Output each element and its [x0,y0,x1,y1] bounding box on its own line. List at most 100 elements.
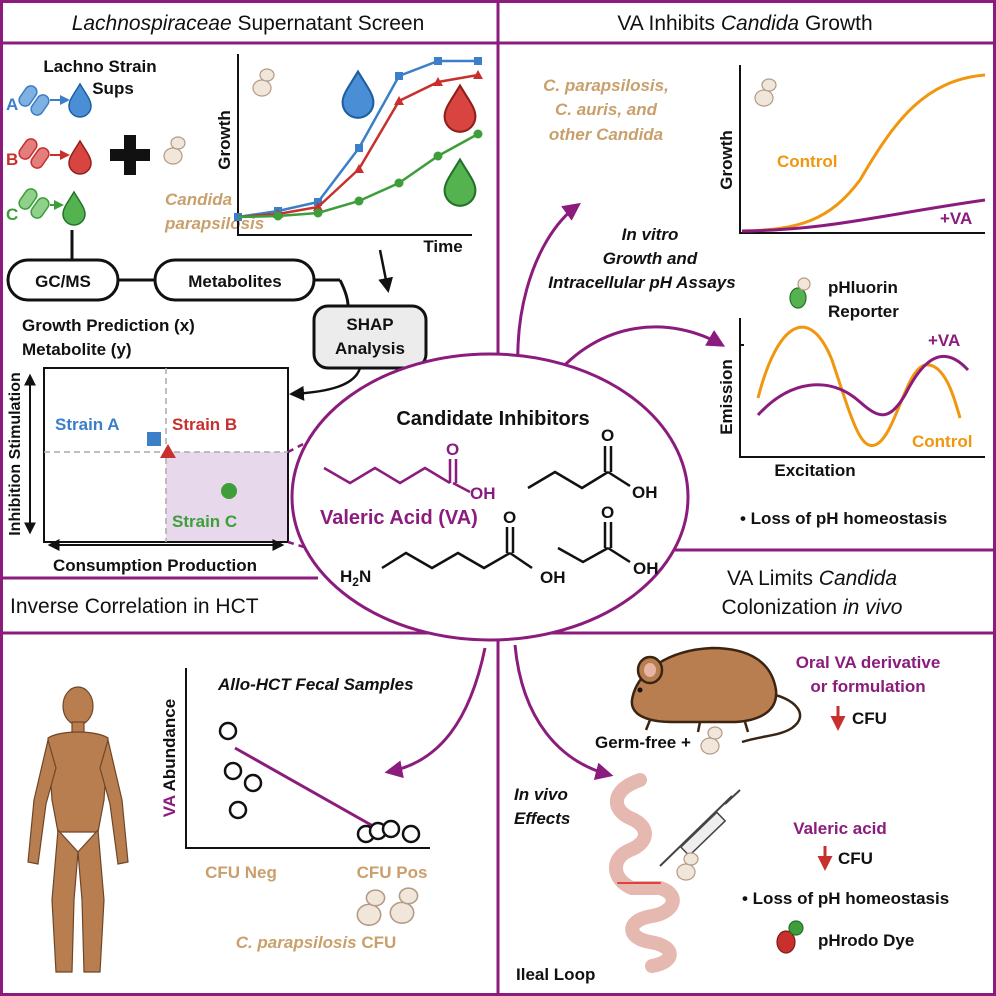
assay-line-1: In vitro [622,225,679,244]
reporter-label-1: pHluorin [828,278,898,297]
metabolites-box [153,258,316,302]
supernatant-drop-c-icon [62,191,86,226]
x-axis-label: Consumption Production [53,556,257,575]
excitation-axis-label: Excitation [774,461,855,480]
chart-drop-blue-icon [341,70,375,119]
supernatant-drop-a-icon [68,83,92,118]
propionic-oxygen: O [601,503,614,522]
shap-label-2: Analysis [335,339,405,358]
va-hydroxyl: OH [470,484,496,503]
plus-icon [110,135,150,175]
y-axis-label: Inhibition Stimulation [7,372,24,536]
valeric-acid-structure [323,459,471,494]
species-line-1: C. parapsilosis, [543,76,669,95]
colonization-title-1: VA Limits Candida [727,567,897,590]
va-correlation-plot: VA Abundance CFU Neg CFU Pos C. parapsil… [160,668,430,952]
valeric-cfu-label: CFU [838,849,873,868]
panel-title-inhibits: VA Inhibits Candida Growth [617,12,872,35]
propionic-acid-structure [557,522,631,564]
pHluorin-cell-icon [789,277,811,309]
data-points [218,721,421,844]
strain-b-label: Strain B [172,415,237,434]
colonization-title-2: Colonization in vivo [722,596,903,619]
bacteria-a-icon [18,85,50,116]
strain-a-marker [147,432,161,446]
species-line-3: other Candida [549,125,663,144]
emission-chart: Emission Excitation +VA Control [717,318,985,480]
germ-free-label: Germ-free + [595,733,691,752]
x-axis-cfu-label: C. parapsilosis CFU [236,933,397,952]
inverse-correlation-panel: Inverse Correlation in HCT Allo-HCT Feca… [10,595,430,973]
strain-c-row: C [6,188,86,226]
chart-cell-icon [252,68,275,97]
chart-drop-green-icon [443,158,477,207]
growth-time-chart: Growth Time [215,54,483,256]
species-line-2: C. auris, and [555,100,658,119]
ileal-loop-intestine-icon [609,773,680,973]
valeric-acid-label: Valeric Acid (VA) [320,507,478,529]
syringe-icon [659,789,741,867]
candida-label: Candida [165,190,232,209]
butyric-oxygen: O [601,426,614,445]
amine-group: H2N [340,567,371,589]
assay-line-2: Growth and [603,249,698,268]
strain-c-label: Strain C [172,512,237,531]
supernatant-screen-panel: Lachnospiraceae Supernatant Screen Lachn… [6,12,483,575]
butyric-acid-structure [527,446,631,490]
strain-b-row: B [6,138,92,175]
shap-box [312,304,428,370]
oral-va-line-1: Oral VA derivative [796,653,941,672]
strain-a-row: A [6,83,92,118]
growth-axis-label: Growth [215,110,234,170]
gcms-box [6,258,120,302]
emission-axis-label: Emission [717,359,736,435]
va-abundance-axis: VA Abundance [160,699,179,817]
loop-cell-icon [676,852,699,881]
gcms-label: GC/MS [35,272,91,291]
shap-label-1: SHAP [346,315,393,334]
cfu-pos-cells-icon [356,887,419,926]
allo-hct-label: Allo-HCT Fecal Samples [217,675,414,694]
chart-drop-red-icon [443,84,477,133]
oral-cfu-label: CFU [852,709,887,728]
candidate-inhibitors-center: Candidate Inhibitors O OH Valeric Acid (… [290,352,690,642]
va-oxygen: O [446,440,459,459]
assay-line-3: Intracellular pH Assays [548,273,735,292]
ileal-loop-label: Ileal Loop [516,965,595,984]
strain-a-label: Strain A [55,415,120,434]
in-vivo-line-1: In vivo [514,785,568,804]
sups-label: Sups [92,79,134,98]
analysis-pipeline: GC/MS Metabolites SHAP Analysis [6,230,428,401]
amino-oxygen: O [503,508,516,527]
va-label-growth: +VA [940,209,972,228]
bacteria-c-icon [18,188,50,219]
aminovaleric-acid-structure [381,527,533,570]
candida-cell-icon [163,136,186,165]
butyric-hydroxyl: OH [632,483,658,502]
cfu-neg-label: CFU Neg [205,863,277,882]
growth-curve-chart: Growth Control +VA [717,65,986,234]
strain-letter-a: A [6,95,18,114]
time-axis-label: Time [423,237,462,256]
lachno-strain-label: Lachno Strain [43,57,156,76]
va-label-emission: +VA [928,331,960,350]
strain-letter-b: B [6,150,18,169]
strain-c-marker [221,483,237,499]
amino-hydroxyl: OH [540,568,566,587]
scatter-title-1: Growth Prediction (x) [22,316,195,335]
va-inhibits-panel: VA Inhibits Candida Growth C. parapsilos… [543,12,986,528]
panel-title-correlation: Inverse Correlation in HCT [10,595,259,618]
supernatant-drop-b-icon [68,140,92,175]
oral-va-line-2: or formulation [810,677,925,696]
strain-letter-c: C [6,205,18,224]
bacteria-b-icon [18,138,50,169]
valeric-acid-text: Valeric acid [793,819,887,838]
reporter-label-2: Reporter [828,302,899,321]
colonization-panel: VA Limits Candida Colonization in vivo G… [514,567,949,984]
control-label-emission: Control [912,432,972,451]
mouse-icon [630,646,802,744]
metabolites-label: Metabolites [188,272,282,291]
human-figure-icon [27,686,129,973]
